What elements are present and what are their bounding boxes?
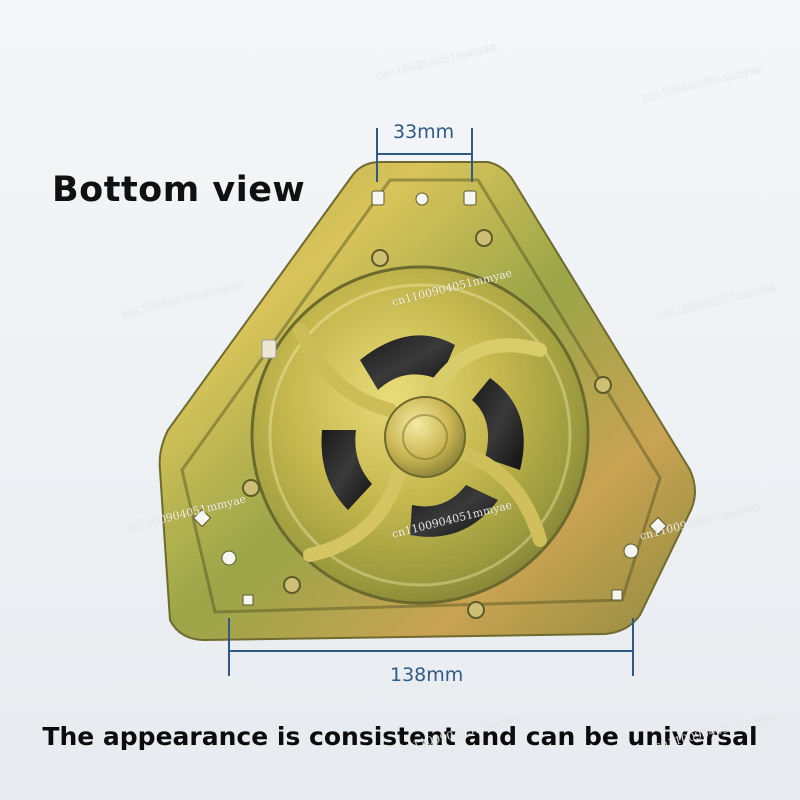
vent-slot-right (472, 378, 524, 470)
vent-slot-top (360, 335, 455, 390)
caption: The appearance is consistent and can be … (42, 722, 758, 751)
mount-hole-left (371, 190, 385, 206)
dimension-lines (228, 128, 634, 676)
dimension-label-bottom: 138mm (390, 664, 464, 686)
dimension-label-top: 33mm (393, 121, 455, 143)
mount-hole-center (415, 192, 429, 206)
vent-slot-left (321, 430, 372, 510)
mount-hole-bottom-left (221, 550, 237, 566)
center-hub (384, 396, 466, 478)
screws (242, 229, 612, 619)
vent-slot-bottom (410, 485, 498, 537)
headline: Bottom view (52, 170, 306, 210)
mount-hole-right (463, 190, 477, 206)
mount-hole-bottom-right (623, 543, 639, 559)
